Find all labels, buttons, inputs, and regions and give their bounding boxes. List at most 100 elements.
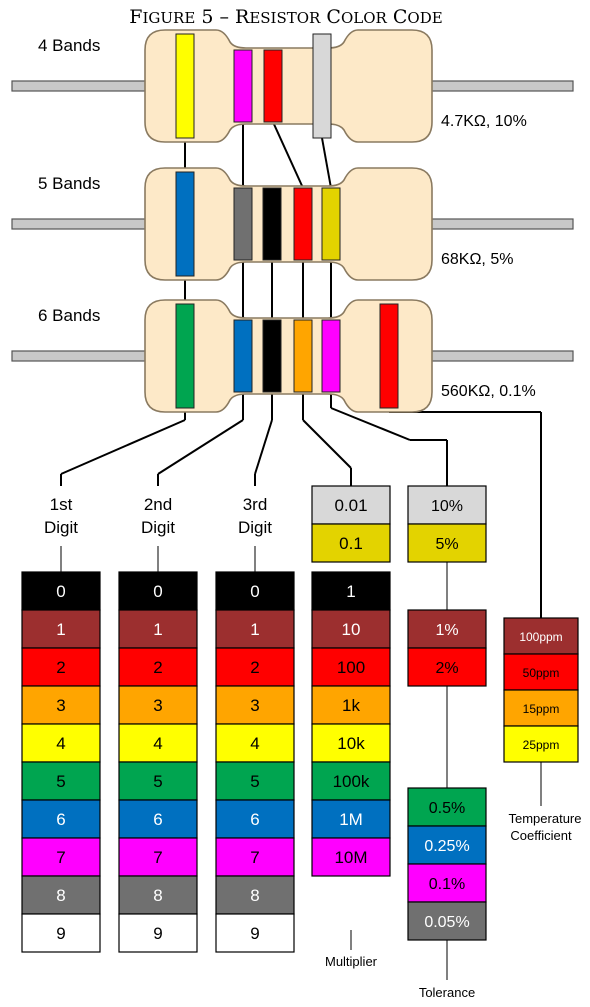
cell-value: 2 <box>153 658 162 677</box>
cell-value: 9 <box>250 924 259 943</box>
connector-line <box>302 419 352 469</box>
color-cell-violet <box>21 837 101 877</box>
color-cell-grey <box>21 875 101 915</box>
color-cell-red <box>118 647 198 687</box>
cell-value: 1k <box>342 696 360 715</box>
band-red <box>293 187 313 261</box>
column-header: 3rd <box>243 495 268 514</box>
band-black <box>262 319 282 393</box>
band-orange <box>293 319 313 393</box>
cell-value: 0.1% <box>429 876 465 893</box>
figure-title: FIGURE 5 – RESISTOR COLOR CODE <box>129 6 442 28</box>
band-grey <box>233 187 253 261</box>
color-cell-white <box>21 913 101 953</box>
cell-value: 1 <box>250 620 259 639</box>
color-cell-brown <box>118 609 198 649</box>
resistor-value: 68KΩ, 5% <box>441 251 513 268</box>
resistor-body <box>144 167 433 281</box>
color-cell-violet <box>215 837 295 877</box>
column-footer: Coefficient <box>510 828 572 843</box>
band-black <box>262 187 282 261</box>
column-header: 1st <box>50 495 73 514</box>
column-header: Digit <box>238 518 272 537</box>
band-red <box>263 49 283 123</box>
color-cell-violet <box>311 837 391 877</box>
cell-value: 4 <box>56 734 65 753</box>
color-cell-blue <box>215 799 295 839</box>
cell-value: 7 <box>250 848 259 867</box>
color-cell-green <box>407 787 487 827</box>
resistor-label: 6 Bands <box>38 306 100 325</box>
resistor-body <box>144 299 433 413</box>
color-cell-green <box>21 761 101 801</box>
cell-value: 4 <box>153 734 162 753</box>
cell-value: 0 <box>250 582 259 601</box>
color-cell-blue <box>21 799 101 839</box>
column-tolerance: 10%5%1%2%0.5%0.25%0.1%0.05%Tolerance <box>407 485 487 1000</box>
column-footer: Tolerance <box>419 985 475 1000</box>
resistor-body <box>144 29 433 143</box>
color-cell-blue <box>118 799 198 839</box>
color-cell-violet <box>118 837 198 877</box>
color-cell-yellow <box>311 723 391 763</box>
cell-value: 100 <box>337 658 365 677</box>
cell-value: 5% <box>435 536 458 553</box>
connector-line <box>60 419 186 475</box>
cell-value: 0 <box>153 582 162 601</box>
cell-value: 7 <box>153 848 162 867</box>
color-cell-orange <box>215 685 295 725</box>
cell-value: 9 <box>153 924 162 943</box>
resistor-1: 4 Bands 4.7KΩ, 10% <box>11 29 574 143</box>
band-blue <box>233 319 253 393</box>
cell-value: 4 <box>250 734 259 753</box>
cell-value: 3 <box>153 696 162 715</box>
resistor-value: 560KΩ, 0.1% <box>441 383 536 400</box>
resistor-value: 4.7KΩ, 10% <box>441 113 527 130</box>
resistor-label: 4 Bands <box>38 36 100 55</box>
cell-value: 0.1 <box>339 534 363 553</box>
color-cell-black <box>118 571 198 611</box>
cell-value: 1 <box>56 620 65 639</box>
color-cell-red <box>311 647 391 687</box>
cell-value: 1% <box>435 622 458 639</box>
column-footer: Temperature <box>509 811 582 826</box>
color-cell-red <box>503 653 579 691</box>
color-cell-white <box>215 913 295 953</box>
cell-value: 0.01 <box>334 496 367 515</box>
column-header: 2nd <box>144 495 172 514</box>
resistor-lead-right <box>428 80 574 92</box>
resistor-lead-left <box>11 350 149 362</box>
column-header: Digit <box>141 518 175 537</box>
color-cell-black <box>215 571 295 611</box>
color-cell-yellow <box>503 725 579 763</box>
cell-value: 9 <box>56 924 65 943</box>
color-code-table: 1stDigit01234567892ndDigit01234567893rdD… <box>21 485 582 1000</box>
cell-value: 50ppm <box>523 666 560 680</box>
resistor-lead-right <box>428 218 574 230</box>
cell-value: 15ppm <box>523 702 560 716</box>
color-cell-blue <box>311 799 391 839</box>
cell-value: 0.5% <box>429 800 465 817</box>
column-footer: Multiplier <box>325 954 378 969</box>
color-cell-orange <box>503 689 579 727</box>
cell-value: 6 <box>250 810 259 829</box>
color-cell-white <box>118 913 198 953</box>
band-violet <box>233 49 253 123</box>
band-silver <box>312 33 332 139</box>
color-cell-silver <box>311 485 391 525</box>
cell-value: 5 <box>56 772 65 791</box>
color-cell-yellow <box>21 723 101 763</box>
resistor-lead-left <box>11 80 149 92</box>
cell-value: 0.25% <box>424 838 469 855</box>
color-cell-violet <box>407 863 487 903</box>
cell-value: 1 <box>346 582 355 601</box>
connector-line <box>157 419 244 475</box>
color-cell-red <box>21 647 101 687</box>
color-cell-brown <box>503 617 579 655</box>
cell-value: 3 <box>56 696 65 715</box>
cell-value: 25ppm <box>523 738 560 752</box>
